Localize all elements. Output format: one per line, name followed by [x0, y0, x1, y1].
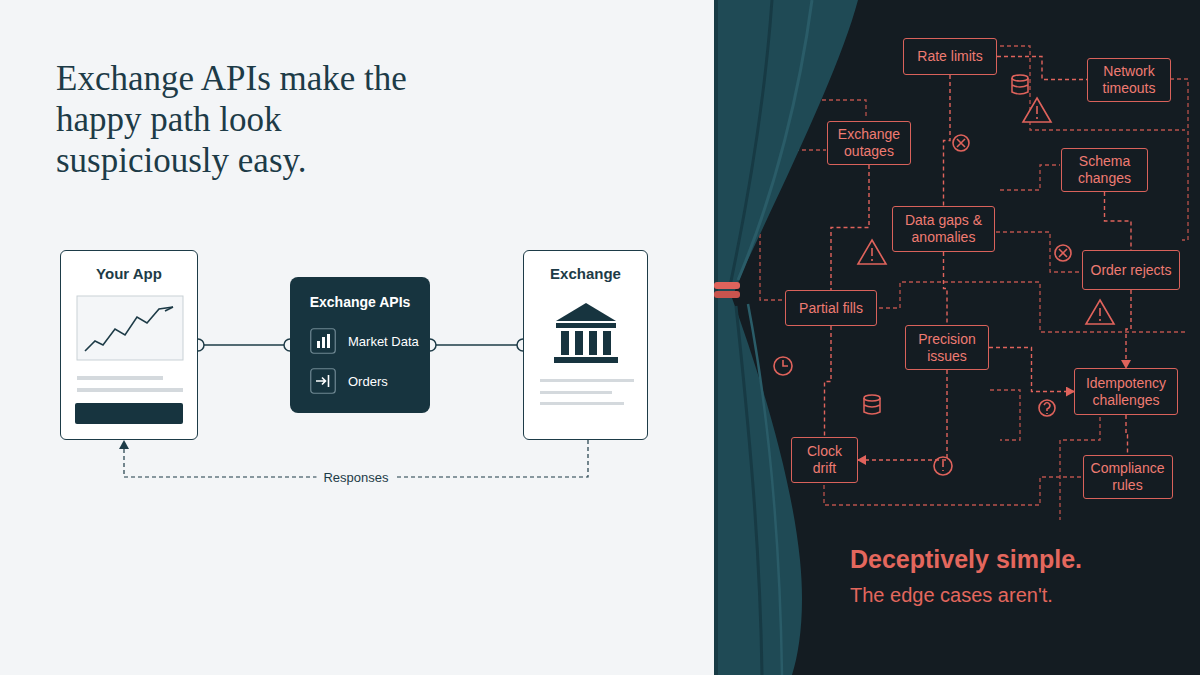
- risk-connector: [989, 348, 1074, 392]
- node-text: Schema changes: [1068, 153, 1141, 187]
- api-box: Exchange APIsMarket DataOrders: [290, 277, 430, 413]
- risk-connector: [944, 252, 948, 325]
- risk-box: Order rejects: [1082, 250, 1180, 290]
- maze-lines: [760, 46, 1188, 520]
- node-text: Exchange APIs: [290, 294, 430, 310]
- risk-box: Network timeouts: [1087, 58, 1171, 102]
- node-text: Partial fills: [799, 300, 863, 317]
- risk-connector: [858, 370, 947, 460]
- risk-box: Clock drift: [791, 437, 858, 483]
- risk-connector: [831, 165, 869, 290]
- node-text: Data gaps & anomalies: [899, 212, 988, 246]
- node-text: Compliance rules: [1090, 460, 1166, 494]
- chart-icon: [310, 328, 336, 354]
- risk-box: Exchange outages: [827, 121, 911, 165]
- node-text: Precision issues: [912, 331, 982, 365]
- api-item: Orders: [310, 368, 422, 394]
- order-icon: [310, 368, 336, 394]
- node-text: Exchange outages: [834, 126, 904, 160]
- node-text: Network timeouts: [1094, 63, 1164, 97]
- risk-connector: [1126, 415, 1128, 455]
- risk-box: Partial fills: [785, 290, 877, 326]
- app-box: Your App: [60, 250, 198, 440]
- risk-box: Compliance rules: [1083, 455, 1173, 499]
- tagline: Deceptively simple.: [850, 545, 1082, 574]
- risk-connector: [825, 326, 832, 437]
- api-item: Market Data: [310, 328, 422, 354]
- node-text: Rate limits: [917, 48, 982, 65]
- curtain: [714, 0, 858, 675]
- flow-connector: [198, 344, 290, 346]
- exchange-box: Exchange: [523, 250, 648, 440]
- risk-box: Precision issues: [905, 325, 989, 370]
- node-text: Your App: [61, 265, 197, 282]
- risk-connector: [944, 75, 951, 206]
- risk-box: Data gaps & anomalies: [892, 206, 995, 252]
- risk-box: Schema changes: [1061, 148, 1148, 192]
- diagram-title: Exchange APIs make the happy path look s…: [56, 58, 428, 181]
- node-text: Orders: [348, 374, 388, 389]
- node-text: Order rejects: [1091, 262, 1172, 279]
- risk-box: Rate limits: [903, 38, 997, 75]
- node-text: Exchange: [524, 265, 647, 282]
- risk-connector: [1126, 290, 1131, 368]
- risk-box: Idempotency challenges: [1074, 368, 1178, 415]
- tagline-sub: The edge cases aren't.: [850, 584, 1053, 607]
- node-text: Clock drift: [798, 443, 851, 477]
- flow-connector: [430, 344, 523, 346]
- risk-connector: [1105, 192, 1132, 250]
- risk-connector: [997, 57, 1087, 80]
- error-icons: [774, 135, 1071, 475]
- node-text: Idempotency challenges: [1081, 375, 1171, 409]
- edge-label: Responses: [316, 470, 395, 485]
- node-text: Market Data: [348, 334, 419, 349]
